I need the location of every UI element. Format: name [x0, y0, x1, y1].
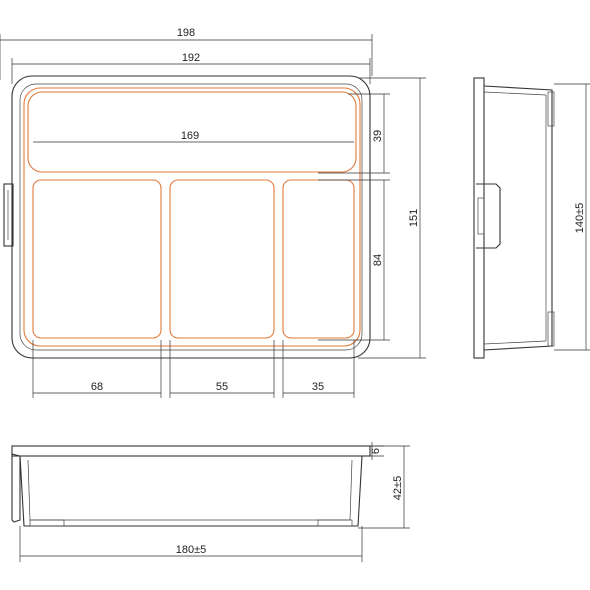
front-view [11, 445, 371, 527]
front-handle [11, 453, 21, 523]
dim-6: 6 [362, 442, 384, 460]
tray-orange-boundary [23, 87, 361, 347]
tray-inner-rim [19, 83, 363, 351]
dim-55-label: 55 [216, 381, 228, 393]
front-compartment [27, 91, 357, 173]
dim-192-label: 192 [182, 52, 200, 64]
left-handle-tab [3, 183, 14, 247]
dim-198-label: 198 [177, 27, 195, 39]
dim-192: 192 [11, 52, 371, 84]
dim-39: 39 [318, 93, 390, 174]
dim-42: 42±5 [358, 445, 410, 529]
dim-68-label: 68 [91, 381, 103, 393]
front-rim [11, 445, 371, 457]
dim-6-label: 6 [370, 448, 382, 454]
dim-169-label: 169 [181, 130, 199, 142]
dim-39-label: 39 [372, 130, 384, 142]
tray-outer-outline [11, 75, 371, 359]
dim-42-label: 42±5 [392, 476, 404, 500]
dim-151-label: 151 [408, 209, 420, 227]
dim-140: 140±5 [554, 83, 590, 351]
side-rim [473, 77, 485, 359]
dim-180: 180±5 [19, 526, 363, 562]
dim-180-label: 180±5 [176, 544, 207, 556]
dim-140-label: 140±5 [574, 203, 586, 234]
dim-198: 198 [0, 27, 373, 80]
side-handle [476, 183, 501, 249]
dim-84: 84 [318, 179, 390, 341]
dim-compartments: 68 55 35 [32, 340, 355, 398]
side-body [483, 85, 553, 351]
dim-151: 151 [358, 77, 426, 359]
side-view [473, 77, 555, 359]
compartment-middle [169, 179, 275, 339]
dim-169: 169 [33, 130, 354, 143]
front-body [19, 455, 363, 527]
top-view [3, 75, 371, 359]
dim-35-label: 35 [312, 381, 324, 393]
compartment-left [32, 179, 162, 339]
dim-84-label: 84 [372, 254, 384, 266]
compartment-right [282, 179, 355, 339]
